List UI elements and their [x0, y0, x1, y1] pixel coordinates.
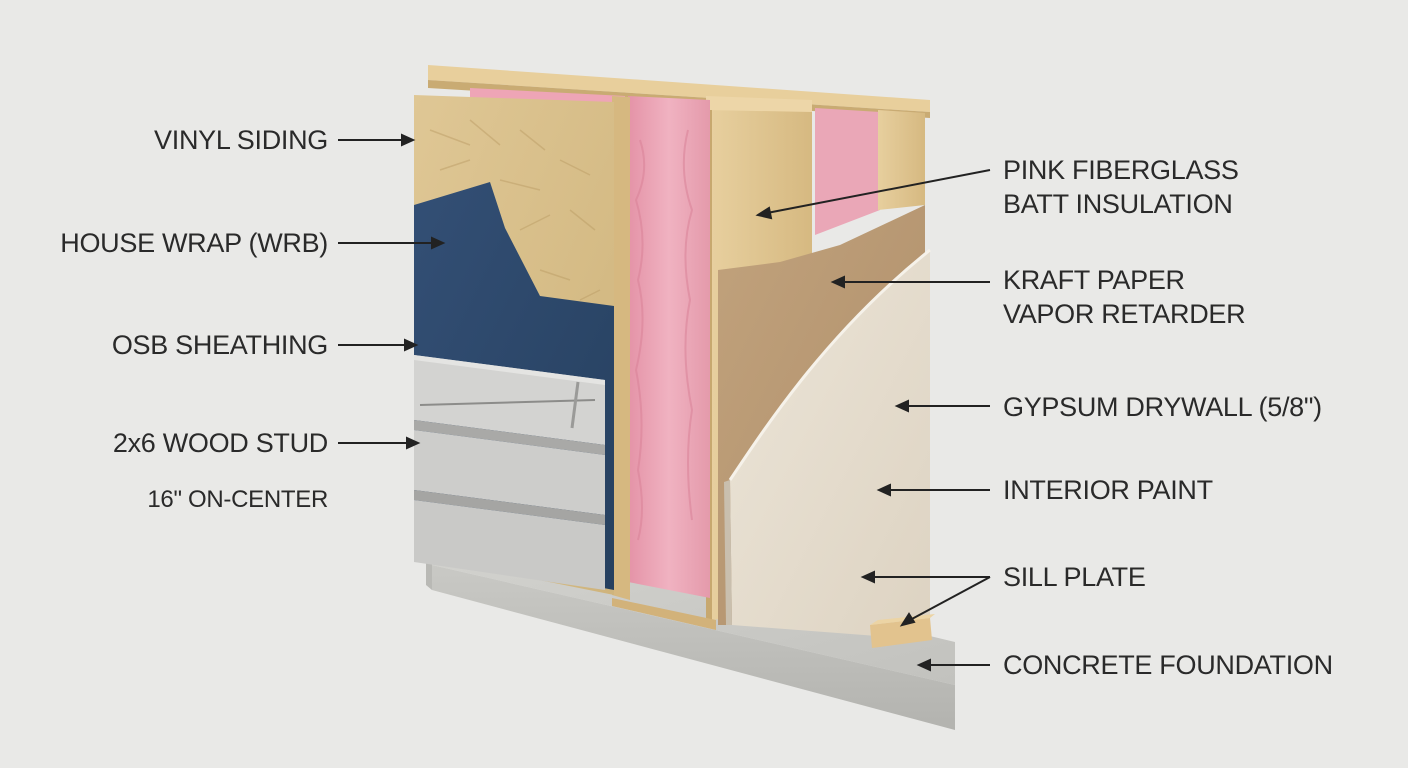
label-concrete-foundation: CONCRETE FOUNDATION	[1003, 650, 1333, 680]
label-interior-paint: INTERIOR PAINT	[1003, 475, 1213, 505]
vinyl-siding	[414, 355, 605, 590]
label-insulation: PINK FIBERGLASS BATT INSULATION	[1003, 155, 1239, 219]
wood-stud-center	[612, 96, 716, 630]
label-kraft-paper: KRAFT PAPER VAPOR RETARDER	[1003, 265, 1246, 329]
label-vinyl-siding: VINYL SIDING	[154, 125, 328, 155]
label-osb-sheathing: OSB SHEATHING	[111, 330, 328, 360]
label-stud-spacing: 16" ON-CENTER	[147, 486, 328, 513]
label-wood-stud: 2x6 WOOD STUD	[112, 428, 328, 458]
leader-lines	[338, 133, 991, 672]
label-house-wrap: HOUSE WRAP (WRB)	[60, 228, 328, 258]
sill-plate	[870, 614, 935, 648]
label-sill-plate: SILL PLATE	[1003, 562, 1146, 592]
pink-insulation-bay	[628, 96, 710, 598]
label-drywall: GYPSUM DRYWALL (5/8")	[1003, 392, 1322, 422]
